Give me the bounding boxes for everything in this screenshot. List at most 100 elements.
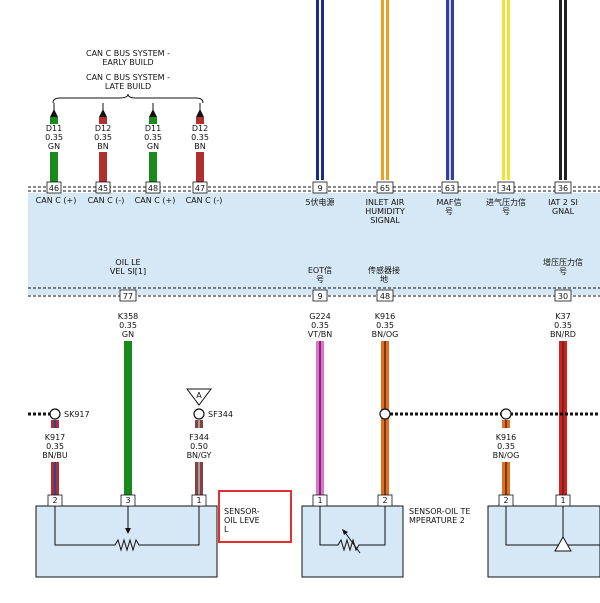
splice-k916 (379, 408, 391, 420)
wire-k916-size: 0.35 (376, 321, 394, 330)
wire-k916-code: K916 (375, 312, 396, 321)
wire-f344-color: BN/GY (187, 451, 212, 460)
can-pin-labels: CAN C (+) CAN C (-) CAN C (+) CAN C (-) (36, 196, 223, 205)
can-pins: 46 45 48 47 (46, 181, 208, 194)
oil-level-pin-a: 2 (52, 496, 57, 505)
can-wire (149, 152, 157, 182)
bus-early-line1: CAN C BUS SYSTEM - (86, 49, 170, 58)
wire-k916-color: BN/OG (372, 330, 399, 339)
can-wire-code: D12 (95, 124, 111, 133)
wire-k916-branch-lower (502, 462, 510, 496)
bus-late-line2: LATE BUILD (105, 82, 151, 91)
boost-pin-b: 1 (560, 496, 565, 505)
label-iat2-2: GNAL (552, 207, 575, 216)
highlight-box (218, 490, 292, 543)
wire-k916-branch (502, 420, 510, 428)
wire-k917-code: K917 (45, 433, 66, 442)
top-pin-labels: 5伏电源 INLET AIR HUMIDITY SIGNAL MAF信 号 进气… (305, 197, 577, 225)
top-pin-iat2: 36 (558, 184, 568, 193)
wire-k917-color: BN/BU (42, 451, 68, 460)
can-wire-color: BN (97, 142, 108, 151)
oil-level-pin-b: 3 (125, 496, 130, 505)
splice-k916-branch (500, 408, 512, 420)
boost-sensor-circuit (505, 506, 600, 546)
thermistor-arrow-icon (343, 530, 361, 554)
can-wire-size: 0.35 (191, 133, 209, 142)
top-wire-inlet-air (381, 0, 389, 180)
can-wire-stub (196, 117, 204, 124)
boost-sensor-triangle-icon (554, 535, 572, 552)
sensor-oil-level-name-3: L (224, 525, 229, 534)
label-boost-1: 增压压力信 (543, 257, 583, 267)
oil-temp-pin-b: 2 (382, 496, 387, 505)
sensor-oil-level-name-1: SENSOR- (224, 507, 260, 516)
label-inlet-2: HUMIDITY (365, 207, 405, 216)
can-wire-code: D11 (46, 124, 62, 133)
label-sensor-gnd-1: 传感器接 (368, 265, 400, 275)
label-iat2-1: IAT 2 SI (548, 198, 578, 207)
bus-early-line2: EARLY BUILD (102, 58, 153, 67)
bottom-pin-boost: 30 (558, 292, 568, 301)
ecm-module-box (28, 193, 600, 295)
wire-f344-code: F344 (189, 433, 209, 442)
can-wire-size: 0.35 (144, 133, 162, 142)
wire-k37 (559, 341, 567, 496)
wire-k916b-color: BN/OG (493, 451, 520, 460)
can-pin-1: 46 (49, 184, 59, 193)
can-wire-code: D12 (192, 124, 208, 133)
label-eot-1: EOT信 (308, 265, 332, 275)
can-wire-stub (99, 117, 107, 124)
sensor-oil-temp-name-2: MPERATURE 2 (409, 516, 465, 525)
top-pin-intake: 34 (501, 184, 511, 193)
ground-ref-label: A (196, 391, 202, 400)
wire-k37-size: 0.35 (554, 321, 572, 330)
label-sensor-gnd-2: 地 (380, 274, 388, 284)
oil-level-pin-c: 1 (196, 496, 201, 505)
can-arrow-icon (196, 109, 204, 117)
oil-temp-pin-a: 1 (317, 496, 322, 505)
can-label-2: CAN C (-) (88, 196, 125, 205)
can-arrow-icon (99, 109, 107, 117)
bottom-wire-labels: K358 0.35 GN G224 0.35 VT/BN K916 0.35 B… (118, 312, 576, 339)
label-oil-level-1: OIL LE (115, 258, 140, 267)
top-wire-iat2 (559, 0, 567, 180)
oil-level-wiper-icon (125, 528, 131, 534)
boost-pin-a: 2 (503, 496, 508, 505)
top-wire-intake-pressure (502, 0, 510, 180)
sensor-oil-level-box (35, 505, 218, 578)
can-label-4: CAN C (-) (186, 196, 223, 205)
can-wire (196, 152, 204, 182)
can-label-3: CAN C (+) (135, 196, 176, 205)
oil-level-resistor (54, 506, 200, 552)
label-intake-2: 号 (502, 207, 510, 216)
wire-g224-size: 0.35 (311, 321, 329, 330)
top-pin-maf: 63 (445, 184, 455, 193)
splice-sk917 (49, 408, 61, 420)
wire-k916b-code: K916 (496, 433, 517, 442)
label-oil-level-2: VEL SI[1] (110, 267, 146, 276)
can-arrow-icon (50, 109, 58, 117)
can-wire-size: 0.35 (45, 133, 63, 142)
can-wire-color: GN (48, 142, 60, 151)
top-pins-right: 9 65 63 34 36 (312, 181, 572, 194)
can-pin-3: 48 (148, 184, 158, 193)
can-wire-size: 0.35 (94, 133, 112, 142)
wire-g224-code: G224 (309, 312, 330, 321)
top-pin-5v: 9 (317, 184, 322, 193)
wire-g224 (316, 341, 324, 496)
wire-f344-lower (195, 462, 203, 496)
wire-k917-size: 0.35 (46, 442, 64, 451)
ground-ref-triangle (186, 388, 212, 406)
label-inlet-1: INLET AIR (366, 198, 405, 207)
label-inlet-3: SIGNAL (370, 216, 400, 225)
can-pin-4: 47 (195, 184, 205, 193)
bottom-pin-eot: 9 (317, 292, 322, 301)
can-arrow-icon (149, 109, 157, 117)
wire-k358 (124, 341, 132, 496)
wire-f344 (195, 420, 203, 428)
wire-k358-code: K358 (118, 312, 139, 321)
can-wire (50, 152, 58, 182)
bottom-pin-sensor-gnd: 48 (380, 292, 390, 301)
bottom-pin-oil-level: 77 (123, 292, 133, 301)
